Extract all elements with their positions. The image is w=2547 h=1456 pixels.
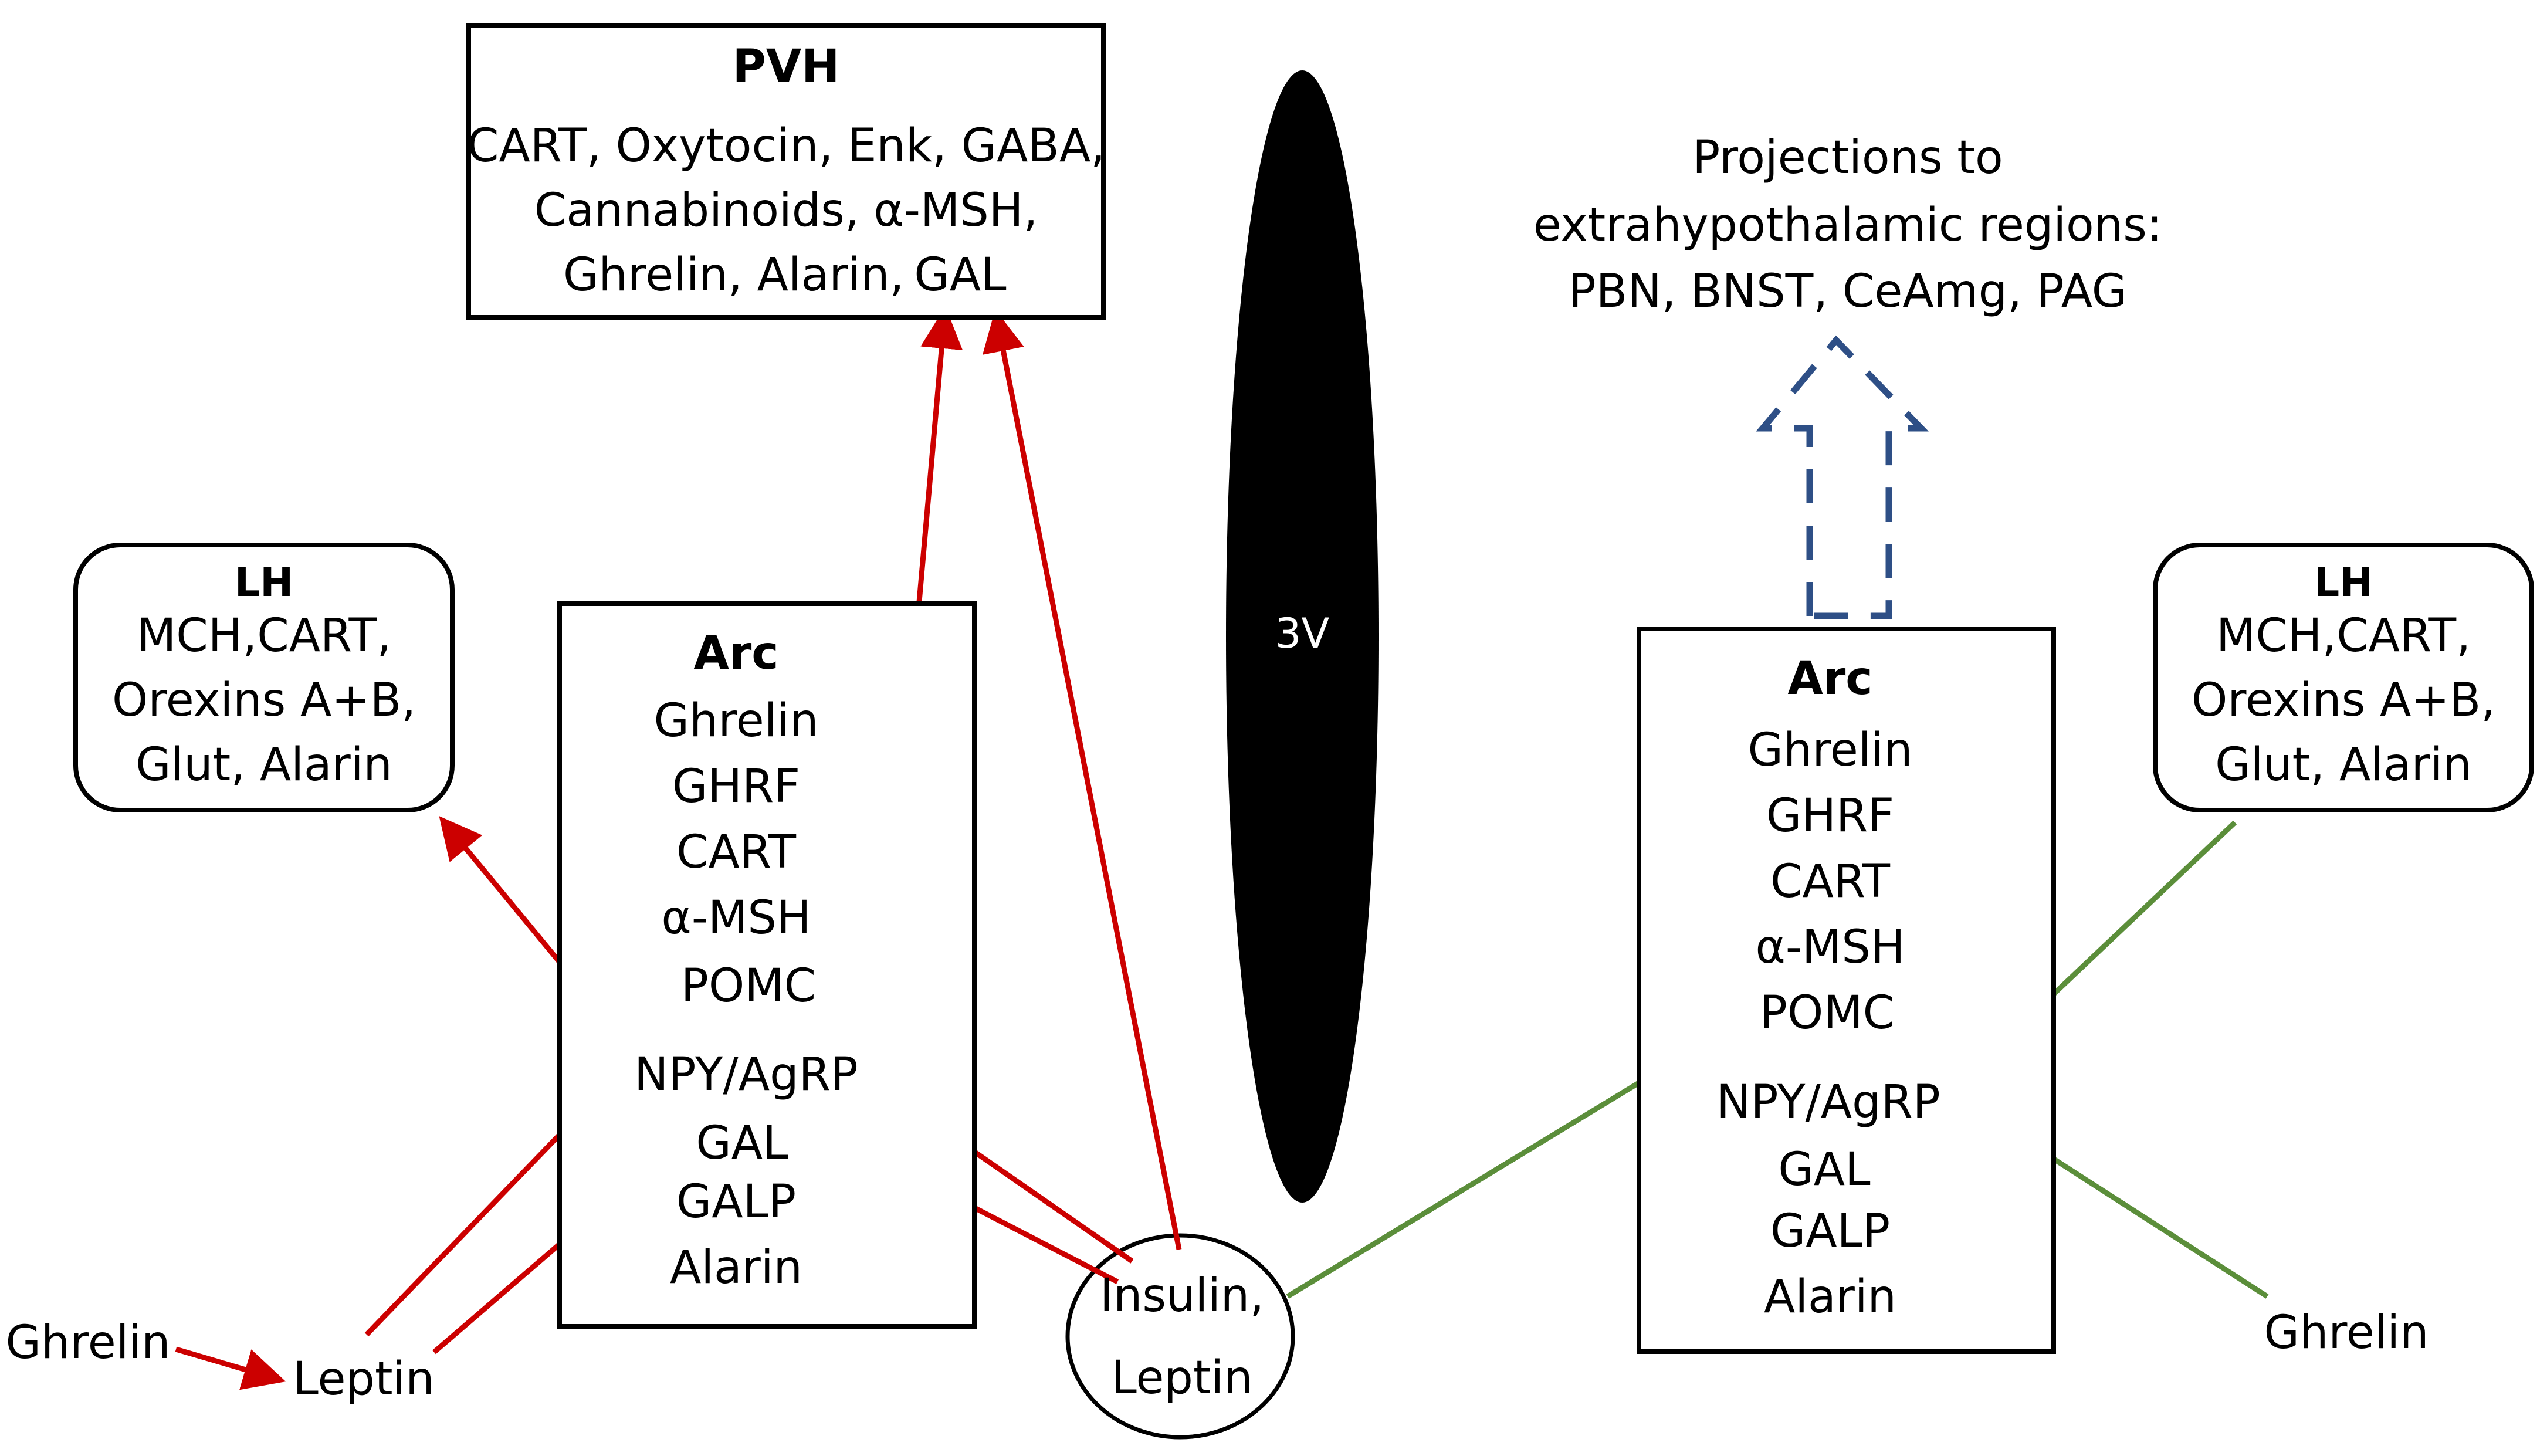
- lh-right-line-1: MCH,CART,: [2216, 610, 2471, 662]
- insulin-leptin-circle: [1065, 1233, 1295, 1440]
- arc-right-title: Arc: [1787, 652, 1873, 705]
- lh-left-title: LH: [234, 560, 294, 606]
- projections-line-2: extrahypothalamic regions:: [1533, 199, 2163, 252]
- arc-left-item-alarin: Alarin: [669, 1241, 802, 1294]
- lh-left-line-1: MCH,CART,: [137, 610, 391, 662]
- lh-right-line-2: Orexins A+B,: [2191, 674, 2496, 727]
- pvh-line-2: Cannabinoids, α-MSH,: [534, 184, 1038, 237]
- arc-right-box: [1637, 627, 2056, 1354]
- pvh-line-1: CART, Oxytocin, Enk, GABA,: [466, 120, 1106, 172]
- lh-left-line-3: Glut, Alarin: [136, 739, 392, 791]
- arc-right-item-msh: α-MSH: [1755, 921, 1905, 974]
- arc-right-item-ghrelin: Ghrelin: [1747, 724, 1913, 777]
- arc-left-box: [557, 601, 977, 1329]
- arc-right-item-npy-agrp: NPY/AgRP: [1716, 1076, 1940, 1129]
- pvh-box: [466, 23, 1106, 320]
- arc-left-item-msh: α-MSH: [661, 892, 811, 944]
- projections-dashed-arrow: [1756, 335, 1929, 619]
- arc-right-item-pomc: POMC: [1759, 987, 1895, 1039]
- arrow-insulin-to-pvh-gal: [983, 309, 1182, 1250]
- arc-right-item-alarin: Alarin: [1763, 1271, 1896, 1323]
- arc-left-item-galp: GALP: [676, 1176, 797, 1228]
- projections-line-1: Projections to: [1692, 131, 2003, 184]
- arc-left-item-cart: CART: [676, 826, 796, 879]
- arc-right-item-gal: GAL: [1778, 1143, 1871, 1196]
- pvh-gal-label: GAL: [914, 249, 1007, 302]
- leptin-left-label: Leptin: [293, 1353, 435, 1406]
- ghrelin-left-label: Ghrelin: [5, 1316, 171, 1369]
- pvh-title: PVH: [732, 40, 840, 93]
- arc-right-item-ghrf: GHRF: [1766, 790, 1895, 842]
- arc-left-item-npy-agrp: NPY/AgRP: [634, 1048, 858, 1101]
- lh-left-box: [73, 543, 455, 812]
- arc-left-item-gal: GAL: [696, 1117, 788, 1170]
- lh-right-title: LH: [2314, 560, 2373, 606]
- lh-right-box: [2153, 543, 2534, 812]
- arc-left-title: Arc: [693, 627, 779, 680]
- projections-line-3: PBN, BNST, CeAmg, PAG: [1568, 265, 2128, 318]
- insulin-label: Insulin,: [1099, 1269, 1265, 1322]
- pvh-line-3: Ghrelin, Alarin,: [563, 249, 905, 302]
- lh-left-line-2: Orexins A+B,: [111, 674, 416, 727]
- arc-left-item-ghrf: GHRF: [672, 760, 801, 813]
- arc-left-item-pomc: POMC: [680, 960, 817, 1013]
- third-ventricle-shape: [1226, 70, 1379, 1203]
- arc-right-item-cart: CART: [1770, 855, 1890, 908]
- lh-right-line-3: Glut, Alarin: [2215, 739, 2472, 791]
- arrow-ghrelin-to-leptin: [175, 1346, 286, 1390]
- arc-right-item-galp: GALP: [1770, 1205, 1891, 1258]
- insulin-leptin-label: Leptin: [1111, 1352, 1253, 1404]
- arc-left-item-ghrelin: Ghrelin: [653, 695, 819, 747]
- ghrelin-right-label: Ghrelin: [2264, 1306, 2429, 1359]
- third-ventricle-label: 3V: [1275, 610, 1330, 658]
